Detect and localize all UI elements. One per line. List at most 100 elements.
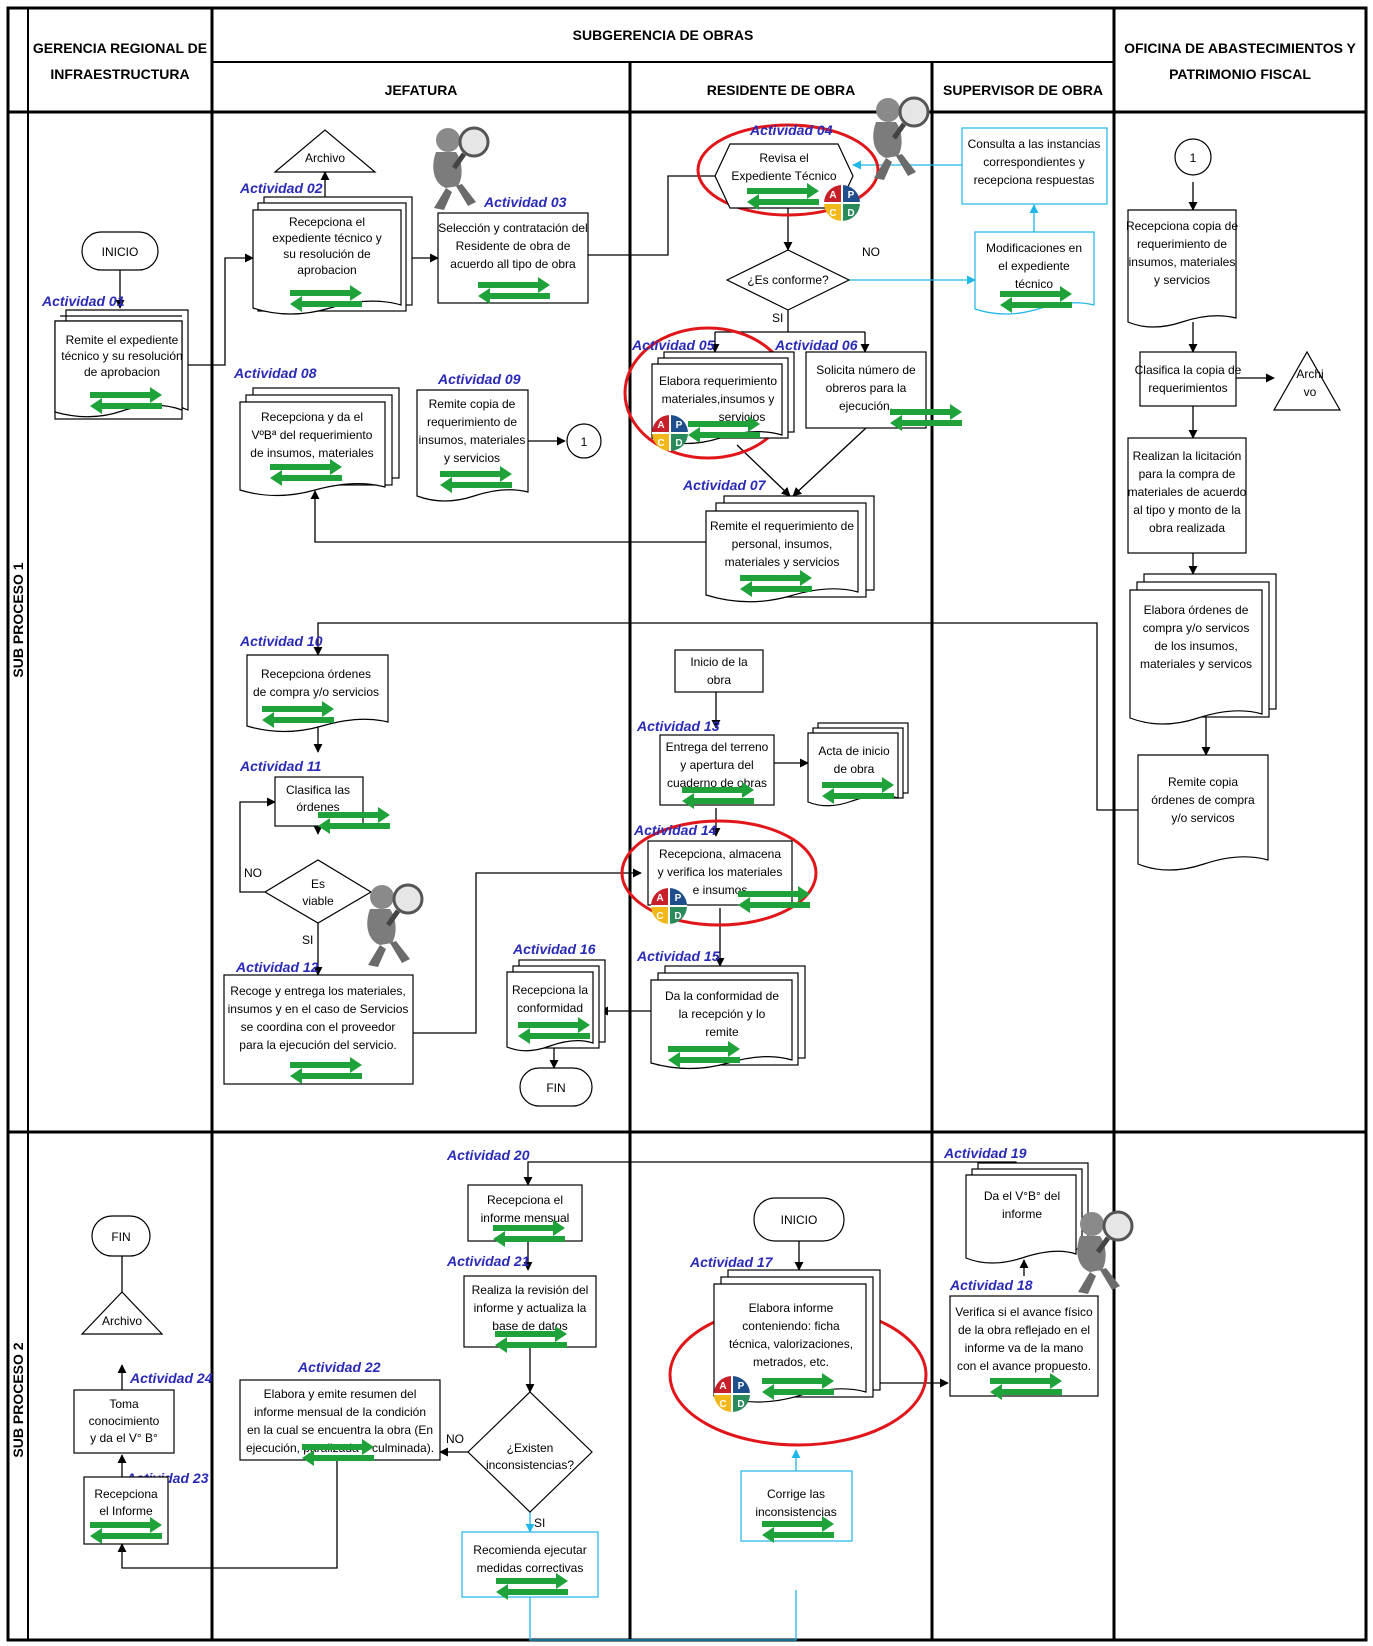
pdca-cycle-icon xyxy=(651,414,689,452)
activity-21-line2: informe y actualiza la xyxy=(474,1301,587,1315)
oficina-remite-line3: y/o servicos xyxy=(1171,811,1234,825)
activity-07-line3: materiales y servicios xyxy=(725,555,840,569)
oficina-ordenes-shape xyxy=(1129,589,1263,725)
connector-1-left xyxy=(566,423,602,459)
oficina-licitacion-line4: al tipo y monto de la xyxy=(1133,503,1241,517)
modifications-line1: Modificaciones en xyxy=(986,241,1082,255)
activity-24-shape xyxy=(73,1389,175,1454)
activity-03-line2: Residente de obra de xyxy=(456,239,571,253)
activity-label-15: Actividad 15 xyxy=(636,948,720,964)
activity-24-line2: conocimiento xyxy=(89,1414,160,1428)
activity-05-line1: Elabora requerimiento xyxy=(659,374,777,388)
oficina-clasifica-line2: requerimientos xyxy=(1148,381,1227,395)
decision-incons-line1: ¿Existen xyxy=(507,1441,554,1455)
archive-label-3: Archivo xyxy=(102,1314,142,1328)
header-jefatura: JEFATURA xyxy=(385,82,458,98)
activity-14-line3: e insumos xyxy=(693,883,748,897)
activity-20-line2: informe mensual xyxy=(481,1211,570,1225)
activity-10-shape xyxy=(246,654,389,733)
start-label-2: INICIO xyxy=(781,1213,818,1227)
acta-line2: de obra xyxy=(834,762,875,776)
activity-13-shape xyxy=(659,734,775,806)
archive-triangle-2 xyxy=(1272,350,1342,411)
header-gerencia-line1: GERENCIA REGIONAL DE xyxy=(33,40,207,56)
activity-08-line1: Recepciona y da el xyxy=(261,410,363,424)
modifications-line3: técnico xyxy=(1015,277,1053,291)
activity-17-line3: técnica, valorizaciones, xyxy=(729,1337,853,1351)
activity-label-12: Actividad 12 xyxy=(235,959,319,975)
activity-05-line2: materiales,insumos y xyxy=(662,392,775,406)
oficina-recepciona-line2: requerimiento de xyxy=(1137,237,1227,251)
acta-line1: Acta de inicio xyxy=(818,744,890,758)
oficina-licitacion-line5: obra realizada xyxy=(1149,521,1225,535)
activity-04-line1: Revisa el xyxy=(759,151,808,165)
header-oficina-line1: OFICINA DE ABASTECIMIENTOS Y xyxy=(1124,40,1356,56)
start-obra-shape xyxy=(674,649,764,693)
activity-06-shape xyxy=(805,351,927,429)
decision-incons-line2: inconsistencias? xyxy=(486,1458,574,1472)
magnifier-figure-icon xyxy=(433,128,488,210)
decision-conforme-label: ¿Es conforme? xyxy=(747,273,829,287)
magnifier-figure-icon xyxy=(873,98,928,180)
decision-conforme xyxy=(725,249,851,311)
header-supervisor: SUPERVISOR DE OBRA xyxy=(943,82,1103,98)
activity-label-07: Actividad 07 xyxy=(682,477,767,493)
decision-viable-line2: viable xyxy=(302,894,334,908)
row-label-sub1: SUB PROCESO 1 xyxy=(10,562,26,677)
activity-23-line1: Recepciona xyxy=(94,1487,158,1501)
magnifier-figure-icon xyxy=(367,885,422,967)
header-oficina-line2: PATRIMONIO FISCAL xyxy=(1169,66,1311,82)
oficina-remite-line2: órdenes de compra xyxy=(1151,793,1255,807)
activity-label-04: Actividad 04 xyxy=(749,122,833,138)
activity-22-line2: informe mensual de la condición xyxy=(254,1405,426,1419)
oficina-recepciona-line4: y servicios xyxy=(1154,273,1210,287)
activity-14-line1: Recepciona, almacena xyxy=(659,847,781,861)
activity-22-line3: en la cual se encuentra la obra (En xyxy=(247,1423,433,1437)
consult-line3: recepciona respuestas xyxy=(974,173,1095,187)
activity-15-line1: Da la conformidad de xyxy=(665,989,779,1003)
pdca-cycle-icon xyxy=(713,1375,751,1413)
start-obra-line2: obra xyxy=(707,673,731,687)
activity-17-line2: conteniendo: ficha xyxy=(742,1319,840,1333)
activity-18-line4: con el avance propuesto. xyxy=(957,1359,1091,1373)
modifications-line2: el expediente xyxy=(998,259,1070,273)
activity-17-line1: Elabora informe xyxy=(749,1301,834,1315)
decision-viable xyxy=(263,859,373,924)
activity-06-line3: ejecución. xyxy=(839,399,893,413)
activity-label-24: Actividad 24 xyxy=(129,1370,213,1386)
activity-16-line2: conformidad xyxy=(517,1001,583,1015)
activity-15-line3: remite xyxy=(705,1025,739,1039)
pdca-cycle-icon xyxy=(650,887,688,925)
oficina-clasifica-line1: Clasifica la copia de xyxy=(1135,363,1242,377)
consult-line2: correspondientes y xyxy=(983,155,1084,169)
activity-label-03: Actividad 03 xyxy=(483,194,567,210)
activity-label-21: Actividad 21 xyxy=(446,1253,530,1269)
activity-label-01: Actividad 01 xyxy=(41,293,125,309)
decision-inconsistencias xyxy=(467,1391,593,1513)
activity-01-line1: Remite el expediente xyxy=(66,333,179,347)
archive-label-2-line2: vo xyxy=(1304,385,1317,399)
recommend-line1: Recomienda ejecutar xyxy=(473,1543,586,1557)
activity-13-line1: Entrega del terreno xyxy=(666,740,769,754)
activity-labels: Actividad 01 Actividad 02 Actividad 03 A… xyxy=(41,122,1033,1486)
correct-shape xyxy=(740,1470,853,1542)
oficina-ordenes-line4: materiales y servicos xyxy=(1140,657,1252,671)
start-terminator xyxy=(81,231,159,271)
decision-conforme-no: NO xyxy=(862,245,880,259)
archive-triangle-1 xyxy=(273,129,377,173)
shape-text: INICIO Remite el expediente técnico y su… xyxy=(61,137,1323,1575)
start-label: INICIO xyxy=(102,245,139,259)
connector-1-left-label: 1 xyxy=(581,435,588,449)
oficina-recepciona-line3: insumos, materiales xyxy=(1129,255,1236,269)
activity-11-line1: Clasifica las xyxy=(286,783,350,797)
activity-02-line1: Recepciona el xyxy=(289,215,365,229)
activity-09-line2: requerimiento de xyxy=(427,415,517,429)
activity-02-shape xyxy=(252,209,402,315)
activity-04-line2: Expediente Técnico xyxy=(731,169,837,183)
activity-12-line2: insumos y en el caso de Servicios xyxy=(228,1002,409,1016)
activity-12-line4: para la ejecución del servicio. xyxy=(239,1038,396,1052)
correct-line1: Corrige las xyxy=(767,1487,825,1501)
activity-14-line2: y verifica los materiales xyxy=(658,865,783,879)
activity-02-line3: su resolución de xyxy=(283,247,371,261)
